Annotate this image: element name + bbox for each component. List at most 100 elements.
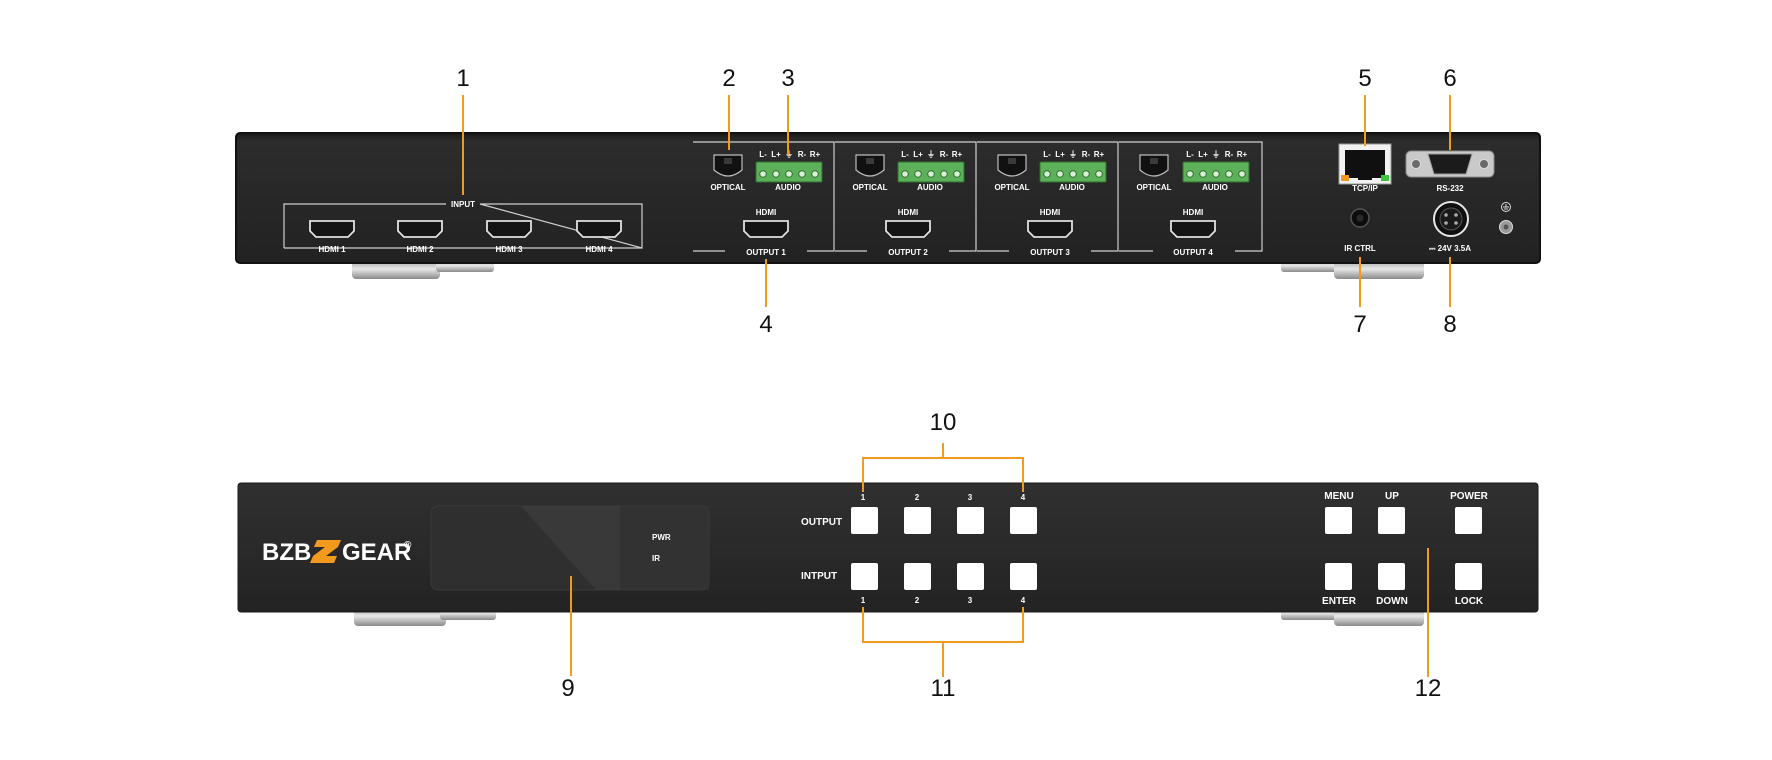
output-number-label: 1 bbox=[861, 493, 866, 502]
input-number-label: 1 bbox=[861, 596, 866, 605]
audio-terminal-block[interactable] bbox=[897, 161, 965, 183]
menu-label: MENU bbox=[1324, 491, 1353, 502]
ground-icon bbox=[1501, 202, 1511, 212]
logo-suffix: GEAR bbox=[342, 539, 411, 566]
input-button-1[interactable] bbox=[851, 563, 878, 590]
output-4-ports: OPTICAL L- L+ ⏚ R- R+ AUDIO HDMI bbox=[1136, 150, 1250, 238]
optical-port[interactable] bbox=[1139, 154, 1169, 177]
hdmi-output-port[interactable] bbox=[743, 220, 789, 238]
power-rating-label: ⎓ 24V 3.5A bbox=[1429, 244, 1471, 253]
hdmi-input-label: HDMI 3 bbox=[495, 245, 523, 254]
menu-button[interactable] bbox=[1325, 507, 1352, 534]
audio-label: AUDIO bbox=[1059, 183, 1085, 192]
audio-pin-label: L+ bbox=[913, 150, 923, 159]
hdmi-input-group: INPUT HDMI 1 HDMI 2 HDMI 3 HDMI 4 bbox=[283, 200, 643, 254]
tcpip-label: TCP/IP bbox=[1352, 184, 1378, 193]
front-panel: BZB GEAR ® PWR IR OUTPUT INTPUT 1 2 3 4 bbox=[237, 482, 1539, 626]
audio-label: AUDIO bbox=[917, 183, 943, 192]
callout-8: 8 bbox=[1443, 311, 1456, 338]
output-number-label: 2 bbox=[915, 493, 920, 502]
audio-pin-label: R+ bbox=[1237, 150, 1248, 159]
input-button-4[interactable] bbox=[1010, 563, 1037, 590]
hdmi-output-label: HDMI bbox=[756, 208, 776, 217]
power-button[interactable] bbox=[1455, 507, 1482, 534]
output-number-label: 3 bbox=[968, 493, 973, 502]
output-button-4[interactable] bbox=[1010, 507, 1037, 534]
output-3-ports: OPTICAL L- L+ ⏚ R- R+ AUDIO HDMI bbox=[994, 150, 1107, 238]
output-label: OUTPUT 2 bbox=[888, 248, 928, 257]
optical-label: OPTICAL bbox=[852, 183, 887, 192]
callout-numbers: 1 2 3 4 5 6 7 8 9 10 11 12 bbox=[456, 65, 1456, 702]
audio-pin-label: R- bbox=[798, 150, 807, 159]
optical-label: OPTICAL bbox=[1136, 183, 1171, 192]
optical-port[interactable] bbox=[713, 154, 743, 177]
callout-5: 5 bbox=[1358, 65, 1371, 92]
hdmi-input-port-3[interactable]: HDMI 3 bbox=[486, 220, 532, 254]
power-label: POWER bbox=[1450, 491, 1489, 502]
rear-panel: INPUT HDMI 1 HDMI 2 HDMI 3 HDMI 4 OUTPUT… bbox=[235, 132, 1541, 279]
up-label: UP bbox=[1385, 491, 1399, 502]
audio-terminal-block[interactable] bbox=[1039, 161, 1107, 183]
audio-pin-label: R- bbox=[1082, 150, 1091, 159]
ir-ctrl-jack[interactable] bbox=[1350, 208, 1370, 228]
output-button-1[interactable] bbox=[851, 507, 878, 534]
hdmi-input-label: HDMI 1 bbox=[318, 245, 346, 254]
hdmi-input-port-2[interactable]: HDMI 2 bbox=[397, 220, 443, 254]
leader-lines bbox=[462, 95, 1451, 677]
callout-10: 10 bbox=[930, 409, 957, 436]
display-window bbox=[430, 505, 710, 591]
ir-ctrl-label: IR CTRL bbox=[1344, 244, 1376, 253]
input-label: INPUT bbox=[451, 200, 475, 209]
audio-terminal-block[interactable] bbox=[755, 161, 823, 183]
hdmi-input-port-1[interactable]: HDMI 1 bbox=[309, 220, 355, 254]
callout-6: 6 bbox=[1443, 65, 1456, 92]
hdmi-output-port[interactable] bbox=[885, 220, 931, 238]
optical-port[interactable] bbox=[997, 154, 1027, 177]
tcpip-port[interactable] bbox=[1338, 143, 1392, 185]
input-button-3[interactable] bbox=[957, 563, 984, 590]
output-group-1: OUTPUT 1 bbox=[693, 141, 835, 257]
hdmi-output-label: HDMI bbox=[1183, 208, 1203, 217]
audio-pin-label: R+ bbox=[952, 150, 963, 159]
audio-pin-label: L- bbox=[1186, 150, 1194, 159]
audio-pin-label: L- bbox=[901, 150, 909, 159]
power-input-connector[interactable] bbox=[1433, 201, 1469, 237]
logo-registered-mark: ® bbox=[404, 540, 412, 551]
audio-label: AUDIO bbox=[1202, 183, 1228, 192]
enter-button[interactable] bbox=[1325, 563, 1352, 590]
callout-1: 1 bbox=[456, 65, 469, 92]
callout-3: 3 bbox=[781, 65, 794, 92]
optical-label: OPTICAL bbox=[710, 183, 745, 192]
hdmi-output-port[interactable] bbox=[1170, 220, 1216, 238]
output-label: OUTPUT 1 bbox=[746, 248, 786, 257]
audio-terminal-block[interactable] bbox=[1182, 161, 1250, 183]
rs232-port[interactable] bbox=[1405, 150, 1495, 178]
input-number-label: 2 bbox=[915, 596, 920, 605]
audio-pin-label: L+ bbox=[771, 150, 781, 159]
input-button-2[interactable] bbox=[904, 563, 931, 590]
audio-pin-label: R- bbox=[940, 150, 949, 159]
output-group-2: OUTPUT 2 bbox=[835, 141, 977, 257]
input-number-label: 3 bbox=[968, 596, 973, 605]
audio-pin-label: L+ bbox=[1055, 150, 1065, 159]
callout-4: 4 bbox=[759, 311, 772, 338]
up-button[interactable] bbox=[1378, 507, 1405, 534]
callout-7: 7 bbox=[1353, 311, 1366, 338]
ir-indicator-label: IR bbox=[652, 554, 660, 563]
output-number-label: 4 bbox=[1021, 493, 1026, 502]
hdmi-input-port-4[interactable]: HDMI 4 bbox=[576, 220, 622, 254]
audio-pin-label: R- bbox=[1225, 150, 1234, 159]
down-button[interactable] bbox=[1378, 563, 1405, 590]
output-button-3[interactable] bbox=[957, 507, 984, 534]
audio-pin-label: R+ bbox=[810, 150, 821, 159]
lock-button[interactable] bbox=[1455, 563, 1482, 590]
hdmi-output-port[interactable] bbox=[1027, 220, 1073, 238]
output-2-ports: OPTICAL L- L+ ⏚ R- R+ AUDIO HDMI bbox=[852, 150, 965, 238]
ground-screw[interactable] bbox=[1499, 220, 1513, 234]
audio-pin-label: L- bbox=[1043, 150, 1051, 159]
output-button-2[interactable] bbox=[904, 507, 931, 534]
optical-port[interactable] bbox=[855, 154, 885, 177]
lock-label: LOCK bbox=[1455, 596, 1484, 607]
logo-text: BZB bbox=[262, 539, 311, 566]
